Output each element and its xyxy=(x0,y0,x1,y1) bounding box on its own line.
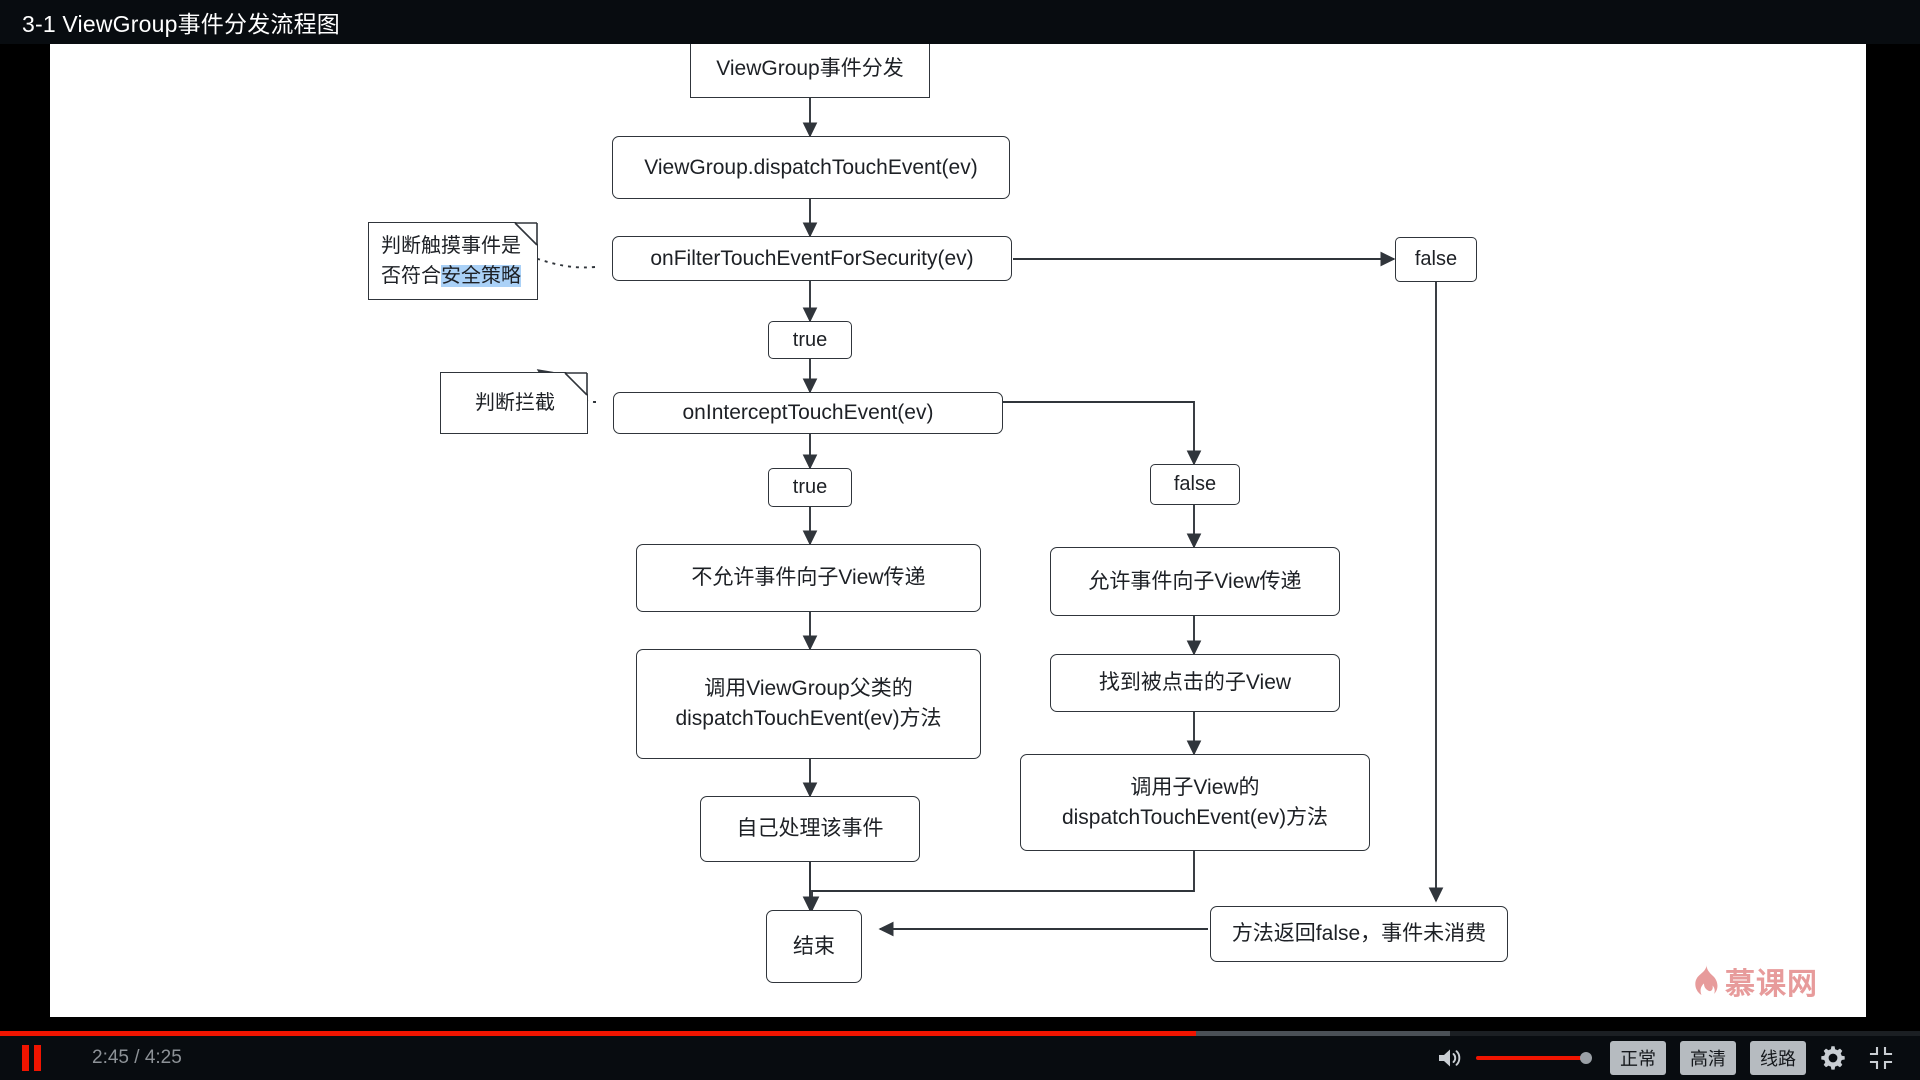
playback-speed-button[interactable]: 正常 xyxy=(1610,1041,1666,1075)
note-security-line1: 判断触摸事件是 xyxy=(381,235,521,257)
node-child-call-label: 调用子View的 dispatchTouchEvent(ev)方法 xyxy=(1061,775,1329,829)
pause-button[interactable] xyxy=(18,1045,44,1071)
node-true-1-label: true xyxy=(792,328,828,351)
video-title: 3-1 ViewGroup事件分发流程图 xyxy=(22,11,340,37)
node-filter-label: onFilterTouchEventForSecurity(ev) xyxy=(650,246,974,270)
node-false-1: false xyxy=(1395,237,1477,282)
node-false-2-label: false xyxy=(1173,473,1217,496)
flame-icon xyxy=(1695,965,1718,995)
node-self-handle: 自己处理该事件 xyxy=(700,796,920,862)
note-fold-line-icon xyxy=(564,372,588,396)
volume-slider-knob[interactable] xyxy=(1580,1052,1592,1064)
exit-fullscreen-icon[interactable] xyxy=(1868,1045,1894,1071)
node-end-label: 结束 xyxy=(793,934,835,958)
node-true-2-label: true xyxy=(792,476,828,499)
imooc-logo: 慕课网 xyxy=(1692,959,1818,1003)
imooc-logo-text: 慕课网 xyxy=(1725,968,1818,1001)
node-true-1: true xyxy=(768,321,852,359)
pause-icon-bar-right xyxy=(33,1045,41,1071)
node-dispatch: ViewGroup.dispatchTouchEvent(ev) xyxy=(612,136,1010,199)
node-end: 结束 xyxy=(766,910,862,983)
node-start: ViewGroup事件分发 xyxy=(690,44,930,98)
node-no-pass: 不允许事件向子View传递 xyxy=(636,544,981,612)
node-self-handle-label: 自己处理该事件 xyxy=(736,817,884,841)
flowchart-diagram: 判断触摸事件是 否符合安全策略 判断拦截 ViewGroup事件分发 xyxy=(50,44,1866,1017)
node-find-child-label: 找到被点击的子View xyxy=(1098,671,1292,695)
progress-bar[interactable] xyxy=(0,1031,1920,1036)
gear-icon[interactable] xyxy=(1820,1045,1846,1071)
pause-icon-bar-left xyxy=(21,1045,29,1071)
player-control-bar: 2:45 / 4:25 正常 高清 线路 xyxy=(0,1036,1920,1080)
node-false-2: false xyxy=(1150,464,1240,505)
node-true-2: true xyxy=(768,468,852,507)
node-allow-pass-label: 允许事件向子View传递 xyxy=(1088,569,1302,593)
node-return-false: 方法返回false，事件未消费 xyxy=(1210,906,1508,962)
slide-canvas: 判断触摸事件是 否符合安全策略 判断拦截 ViewGroup事件分发 xyxy=(50,44,1866,1017)
note-intercept: 判断拦截 xyxy=(440,371,589,434)
time-display: 2:45 / 4:25 xyxy=(92,1047,182,1068)
node-filter: onFilterTouchEventForSecurity(ev) xyxy=(612,236,1012,281)
video-title-bar: 3-1 ViewGroup事件分发流程图 xyxy=(0,0,1920,44)
note-fold-corner-icon xyxy=(515,221,539,245)
note-intercept-text: 判断拦截 xyxy=(475,392,555,414)
node-start-label: ViewGroup事件分发 xyxy=(716,57,904,81)
note-security: 判断触摸事件是 否符合安全策略 xyxy=(368,221,539,300)
node-dispatch-label: ViewGroup.dispatchTouchEvent(ev) xyxy=(644,155,978,179)
node-super-call-label: 调用ViewGroup父类的 dispatchTouchEvent(ev)方法 xyxy=(675,677,942,730)
node-intercept: onInterceptTouchEvent(ev) xyxy=(613,392,1003,434)
note-fold-line-icon xyxy=(514,222,538,246)
node-find-child: 找到被点击的子View xyxy=(1050,654,1340,712)
node-child-call: 调用子View的 dispatchTouchEvent(ev)方法 xyxy=(1020,754,1370,851)
node-intercept-label: onInterceptTouchEvent(ev) xyxy=(682,401,934,425)
node-return-false-label: 方法返回false，事件未消费 xyxy=(1231,922,1487,946)
note-fold-corner-icon xyxy=(565,371,589,395)
line-select-button[interactable]: 线路 xyxy=(1750,1041,1806,1075)
node-super-call: 调用ViewGroup父类的 dispatchTouchEvent(ev)方法 xyxy=(636,649,981,759)
note-security-line2-selected: 安全策略 xyxy=(441,265,521,287)
progress-played xyxy=(0,1031,1197,1036)
note-security-line2-plain: 否符合 xyxy=(381,265,441,287)
volume-icon[interactable] xyxy=(1436,1046,1462,1070)
note-security-text: 判断触摸事件是 否符合安全策略 xyxy=(381,231,521,291)
quality-button[interactable]: 高清 xyxy=(1680,1041,1736,1075)
volume-slider[interactable] xyxy=(1476,1052,1592,1064)
node-allow-pass: 允许事件向子View传递 xyxy=(1050,547,1340,616)
node-false-1-label: false xyxy=(1414,248,1458,271)
node-no-pass-label: 不允许事件向子View传递 xyxy=(691,566,926,590)
